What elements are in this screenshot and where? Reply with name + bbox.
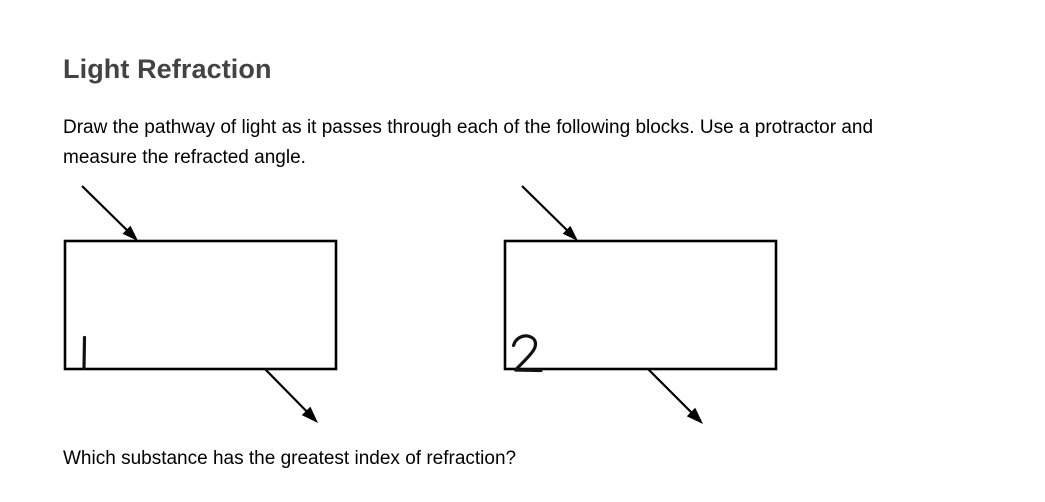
block-1-rectangle: [63, 239, 338, 371]
block-2-incoming-ray: [521, 185, 578, 241]
page-title: Light Refraction: [63, 54, 272, 84]
block-2-outgoing-ray: [647, 368, 703, 424]
block-1-outgoing-ray: [264, 368, 318, 423]
instructions-text: Draw the pathway of light as it passes t…: [63, 117, 874, 168]
block-2-outgoing-arrowhead: [686, 407, 703, 424]
block-2-handwritten-label: [511, 334, 543, 373]
block-1-handwritten-label: [82, 335, 87, 371]
block-2-rectangle: [503, 239, 778, 371]
block-2-group: [503, 185, 778, 424]
block-2-incoming-arrowhead: [562, 225, 578, 241]
block-1-group: [63, 185, 338, 423]
block-1-outgoing-arrowhead: [301, 406, 318, 423]
block-1-incoming-ray: [81, 185, 138, 241]
closing-question-text: Which substance has the greatest index o…: [63, 448, 517, 469]
